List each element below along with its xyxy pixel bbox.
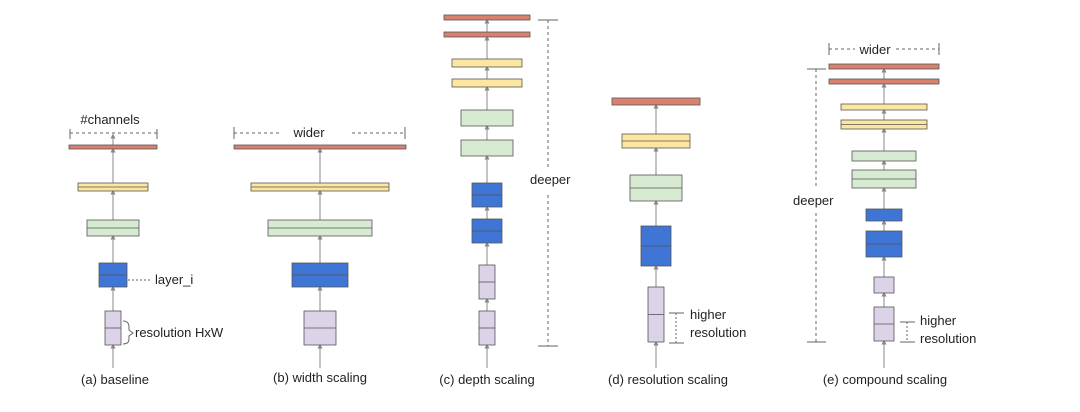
depth-green-layer-block (460, 139, 514, 157)
compound-red-layer-block (828, 78, 940, 85)
label-resolution-e: resolution (920, 331, 976, 346)
caption-resolution-scaling: (d) resolution scaling (608, 372, 728, 387)
label-deeper-e: deeper (793, 193, 834, 208)
depth-yellow-layer-block (451, 58, 523, 68)
depth-yellow-layer-block (451, 78, 523, 88)
depth-red-layer-block (443, 14, 531, 21)
wider-bracket-b (233, 127, 406, 139)
resolution-bracket-d (669, 312, 684, 344)
channels-bracket (69, 129, 158, 139)
deeper-bracket-c (538, 19, 558, 347)
label-channels: #channels (80, 112, 140, 127)
caption-baseline: (a) baseline (81, 372, 149, 387)
label-resolution-d: resolution (690, 325, 746, 340)
label-layer-i: layer_i (155, 272, 193, 287)
caption-compound-scaling: (e) compound scaling (823, 372, 947, 387)
width-red-layer-block (233, 144, 407, 150)
caption-width-scaling: (b) width scaling (273, 370, 367, 385)
label-deeper-c: deeper (530, 172, 571, 187)
compound-yellow-layer-block (840, 103, 928, 111)
baseline-red-layer-block (68, 144, 158, 150)
label-higher-e: higher (920, 313, 957, 328)
compound-blue-layer-block (865, 208, 903, 222)
label-wider-e: wider (858, 42, 891, 57)
network-blocks (68, 14, 940, 368)
compound-red-layer-block (828, 63, 940, 70)
label-wider-b: wider (292, 125, 325, 140)
depth-red-layer-block (443, 31, 531, 38)
resolution-bracket-e (900, 321, 915, 343)
resolution-brace-baseline (122, 320, 134, 345)
compound-lavender-layer-block (873, 276, 895, 294)
wider-bracket-e (828, 43, 940, 55)
caption-depth-scaling: (c) depth scaling (439, 372, 534, 387)
compound-green-layer-block (851, 150, 917, 162)
label-resolution-hxw: resolution HxW (135, 325, 224, 340)
label-higher-d: higher (690, 307, 727, 322)
depth-green-layer-block (460, 109, 514, 127)
deeper-bracket-e (807, 68, 826, 343)
resolution-red-layer-block (611, 97, 701, 106)
